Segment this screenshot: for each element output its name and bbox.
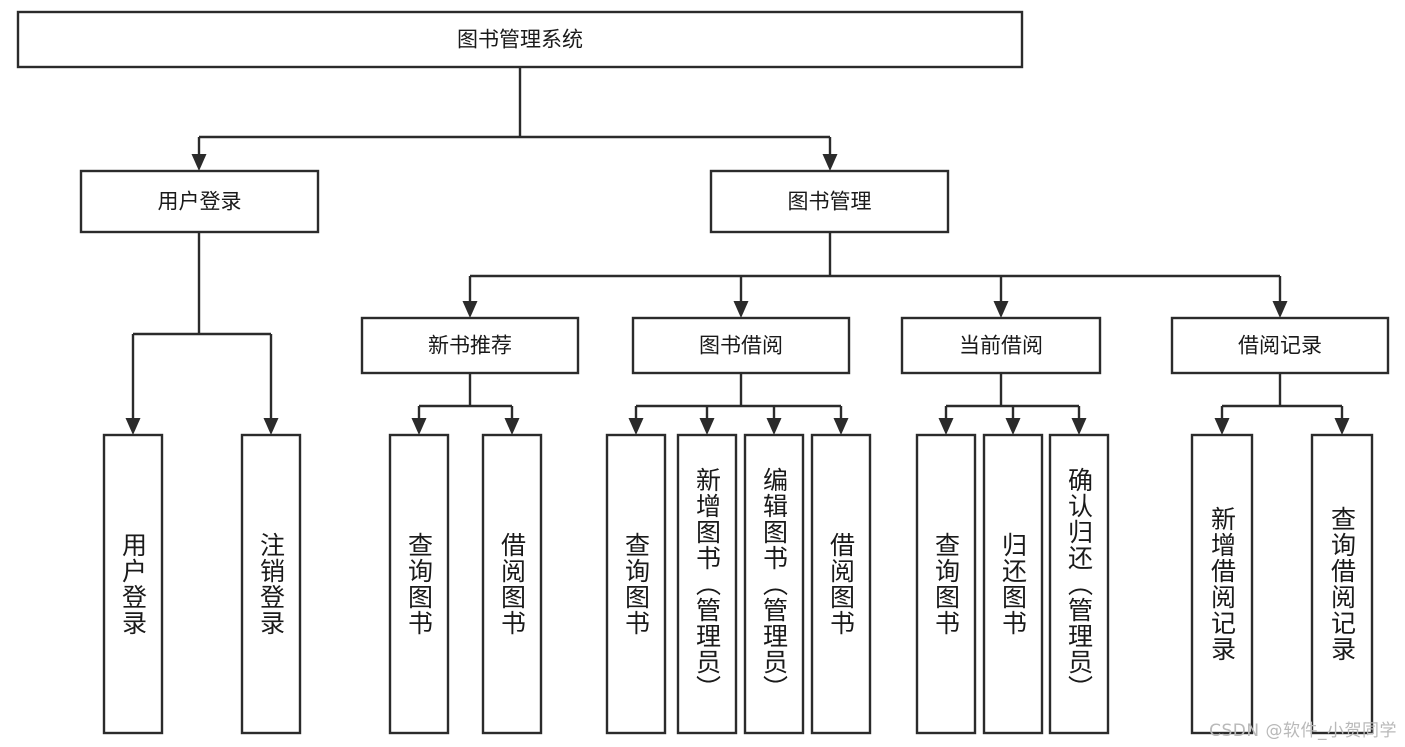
edges-layer	[125, 67, 1350, 435]
node-box-leaf-edit-book[interactable]	[743, 433, 805, 735]
node-box-leaf-confirm-return[interactable]	[1048, 433, 1110, 735]
csdn-watermark: CSDN @软件_小贺同学	[1209, 721, 1397, 741]
node-box-current-borrow[interactable]	[900, 316, 1102, 375]
node-box-leaf-borrow-book-2[interactable]	[810, 433, 872, 735]
connector-userlogin-to-leaves	[125, 232, 279, 435]
node-box-leaf-borrow-book-1[interactable]	[481, 433, 543, 735]
connector-root-to-l2	[191, 67, 838, 171]
node-box-borrow-record[interactable]	[1170, 316, 1390, 375]
node-box-leaf-user-login[interactable]	[102, 433, 164, 735]
connector-borrowrecord-to-leaves	[1214, 373, 1350, 435]
node-label-book-manage: 图书管理	[788, 190, 872, 214]
node-box-root[interactable]	[16, 10, 1024, 69]
node-box-leaf-add-record[interactable]	[1190, 433, 1254, 735]
node-box-leaf-add-book[interactable]	[676, 433, 738, 735]
node-box-book-borrow[interactable]	[631, 316, 851, 375]
node-box-book-manage[interactable]	[709, 169, 950, 234]
node-box-leaf-query-book-2[interactable]	[605, 433, 667, 735]
connector-currentborrow-to-leaves	[938, 373, 1087, 435]
connector-newbook-to-leaves	[411, 373, 520, 435]
node-box-user-login[interactable]	[79, 169, 320, 234]
node-box-leaf-query-book-1[interactable]	[388, 433, 450, 735]
node-box-new-book-rec[interactable]	[360, 316, 580, 375]
node-label-book-borrow: 图书借阅	[699, 334, 783, 358]
node-label-current-borrow: 当前借阅	[959, 334, 1043, 358]
boxes-layer	[16, 10, 1390, 735]
node-label-borrow-record: 借阅记录	[1238, 334, 1322, 358]
node-label-new-book-rec: 新书推荐	[428, 334, 512, 358]
connector-bookmanage-to-l3	[462, 232, 1288, 318]
node-label-user-login: 用户登录	[158, 190, 242, 214]
node-box-leaf-query-record[interactable]	[1310, 433, 1374, 735]
node-box-leaf-logout[interactable]	[240, 433, 302, 735]
connector-bookborrow-to-leaves	[628, 373, 849, 435]
node-label-root: 图书管理系统	[457, 28, 583, 52]
node-box-leaf-return-book[interactable]	[982, 433, 1044, 735]
node-box-leaf-query-book-3[interactable]	[915, 433, 977, 735]
